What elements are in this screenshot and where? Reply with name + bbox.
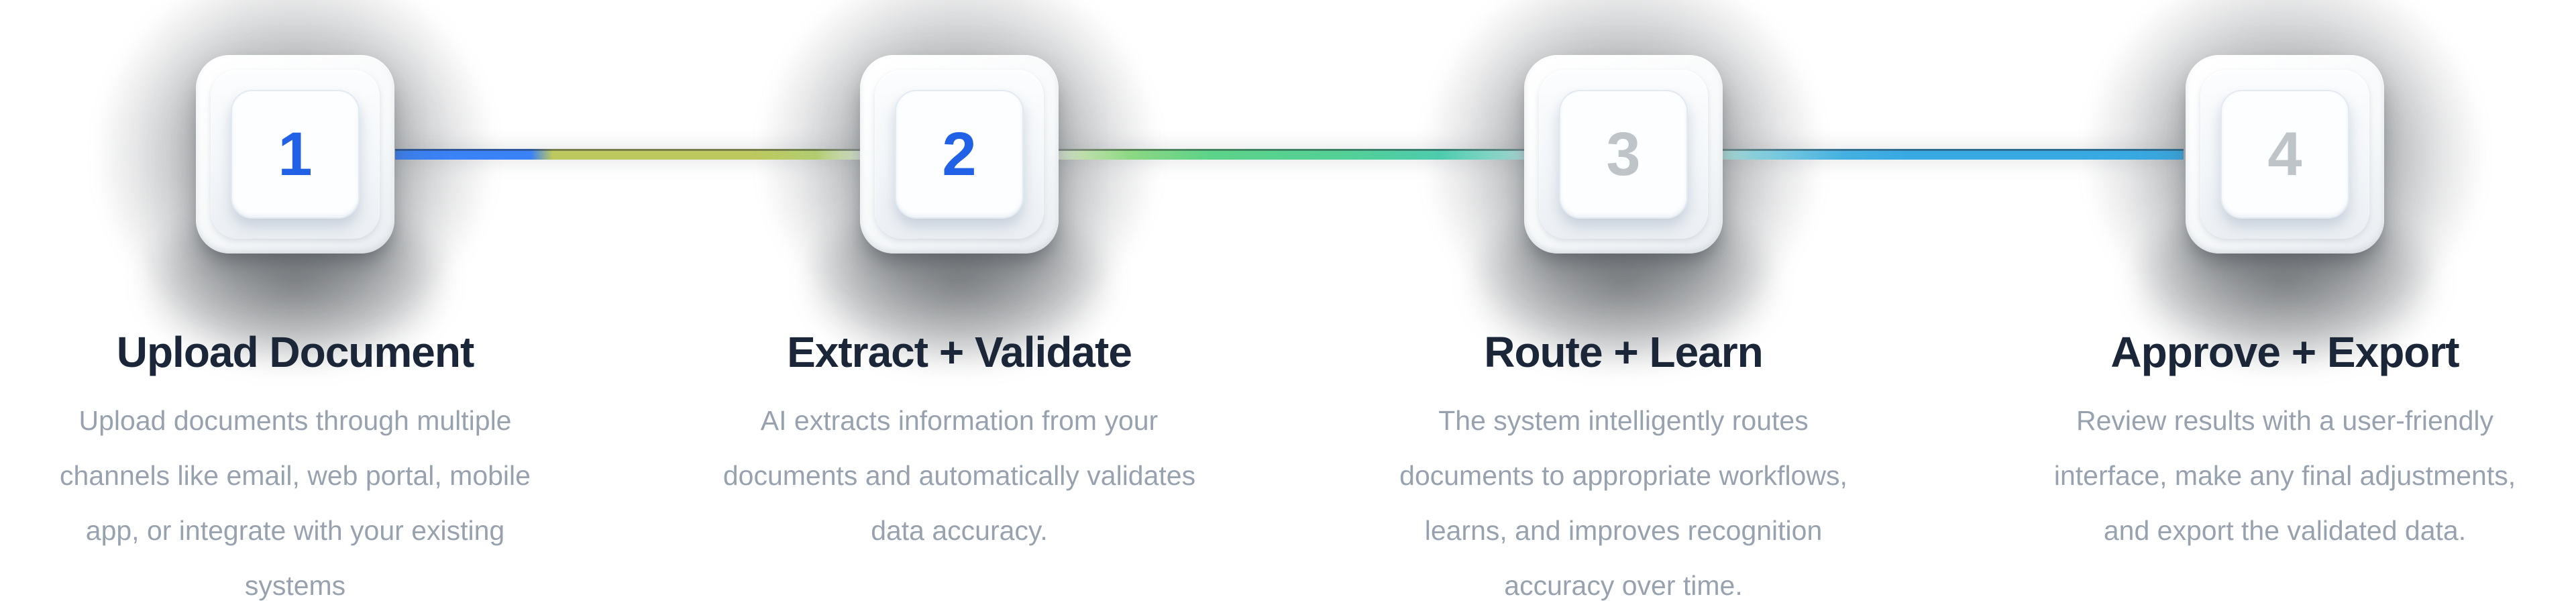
step-title: Route + Learn — [1484, 328, 1764, 376]
step-title: Approve + Export — [2110, 328, 2459, 376]
step-description: AI extracts information from your docume… — [651, 393, 1268, 558]
step-1: 1 Upload Document Upload documents throu… — [0, 0, 617, 606]
keycap-mid-ring: 1 — [211, 70, 380, 239]
description-line: data accuracy. — [871, 515, 1048, 546]
description-line: accuracy over time. — [1504, 570, 1743, 601]
description-line: Review results with a user-friendly — [2076, 405, 2494, 436]
step-4-keycap[interactable]: 4 — [2186, 55, 2384, 254]
description-line: and export the validated data. — [2103, 515, 2467, 546]
keycap-mid-ring: 4 — [2200, 70, 2369, 239]
description-line: learns, and improves recognition — [1424, 515, 1823, 546]
step-title: Upload Document — [116, 328, 475, 376]
keycap-top-plate: 1 — [231, 90, 360, 219]
description-line: Upload documents through multiple — [78, 405, 512, 436]
step-3: 3 Route + Learn The system intelligently… — [1301, 0, 1945, 606]
keycap-top-plate: 2 — [895, 90, 1024, 219]
step-2: 2 Extract + Validate AI extracts informa… — [637, 0, 1281, 606]
keycap-top-plate: 3 — [1559, 90, 1688, 219]
step-description: Review results with a user-friendly inte… — [1976, 393, 2576, 558]
keycap-mid-ring: 2 — [875, 70, 1044, 239]
step-number: 2 — [942, 120, 977, 188]
connector-line — [395, 149, 2184, 160]
description-line: documents to appropriate workflows, — [1399, 460, 1847, 491]
step-2-keycap[interactable]: 2 — [860, 55, 1059, 254]
step-description: The system intelligently routes document… — [1315, 393, 1932, 613]
description-line: app, or integrate with your existing — [85, 515, 505, 546]
description-line: AI extracts information from your — [760, 405, 1159, 436]
description-line: channels like email, web portal, mobile — [60, 460, 531, 491]
description-line: The system intelligently routes — [1438, 405, 1809, 436]
step-1-keycap[interactable]: 1 — [196, 55, 394, 254]
step-number: 3 — [1606, 120, 1641, 188]
step-description: Upload documents through multiple channe… — [0, 393, 604, 613]
description-line: interface, make any final adjustments, — [2053, 460, 2516, 491]
step-3-keycap[interactable]: 3 — [1524, 55, 1723, 254]
step-number: 4 — [2267, 120, 2302, 188]
step-title: Extract + Validate — [787, 328, 1132, 376]
description-line: systems — [244, 570, 346, 601]
step-number: 1 — [278, 120, 313, 188]
keycap-top-plate: 4 — [2220, 90, 2349, 219]
keycap-mid-ring: 3 — [1539, 70, 1708, 239]
description-line: documents and automatically validates — [722, 460, 1196, 491]
step-4: 4 Approve + Export Review results with a… — [1963, 0, 2576, 606]
